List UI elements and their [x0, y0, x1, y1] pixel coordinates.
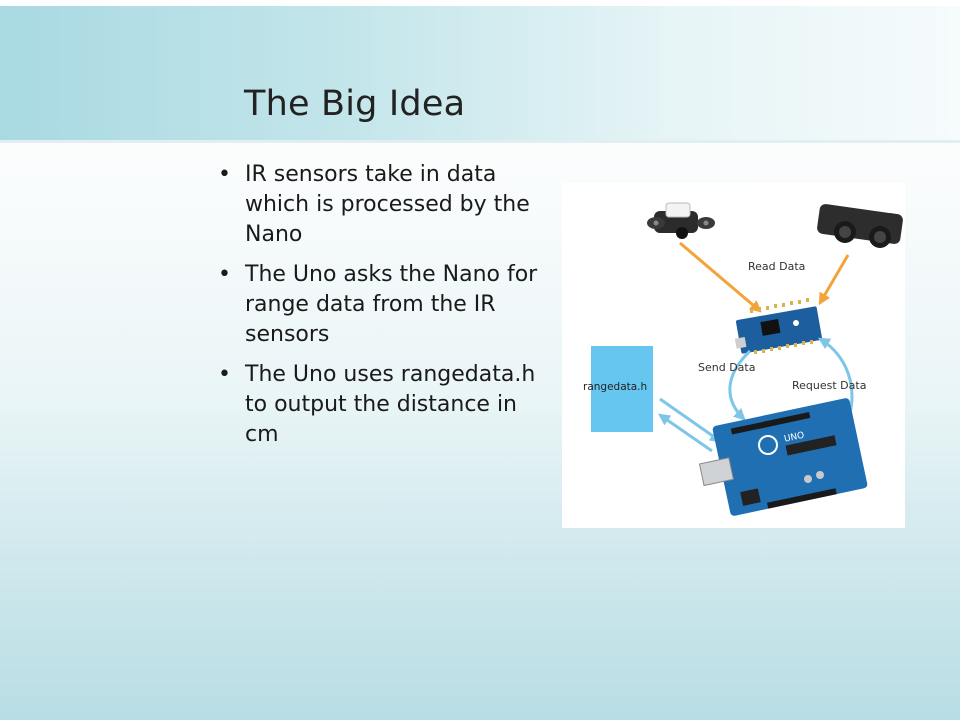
uno-board-label: UNO — [783, 431, 805, 445]
arduino-uno-icon: UNO — [698, 398, 868, 516]
bullet-dot-icon: • — [218, 162, 231, 187]
title-band — [0, 6, 960, 143]
rangedata-label: rangedata.h — [583, 381, 647, 393]
rangedata-box — [591, 346, 653, 432]
diagram-svg: Read Data — [583, 202, 903, 516]
bullet-dot-icon: • — [218, 262, 231, 287]
system-diagram: Read Data — [562, 183, 905, 528]
bullet-item: • The Uno asks the Nano for range data f… — [218, 260, 548, 350]
read-data-label: Read Data — [748, 260, 805, 273]
bullet-item: • IR sensors take in data which is proce… — [218, 160, 548, 250]
request-data-label: Request Data — [792, 379, 866, 392]
rangedata-arrow-out — [659, 397, 722, 443]
slide-title: The Big Idea — [244, 84, 466, 124]
bullet-text: The Uno uses rangedata.h to output the d… — [245, 362, 536, 447]
ir-sensor-left-icon — [647, 202, 715, 239]
send-data-arrow — [728, 349, 752, 421]
arduino-nano-icon — [734, 298, 823, 354]
rangedata-arrow-in — [658, 413, 713, 453]
bullet-dot-icon: • — [218, 362, 231, 387]
bullet-item: • The Uno uses rangedata.h to output the… — [218, 360, 548, 450]
bullet-text: IR sensors take in data which is process… — [245, 162, 530, 247]
bullet-list: • IR sensors take in data which is proce… — [218, 160, 548, 460]
send-data-label: Send Data — [698, 361, 755, 374]
ir-sensor-right-icon — [817, 204, 903, 248]
bullet-text: The Uno asks the Nano for range data fro… — [245, 262, 538, 347]
read-arrow-left — [679, 241, 762, 313]
read-arrow-right — [818, 254, 850, 306]
